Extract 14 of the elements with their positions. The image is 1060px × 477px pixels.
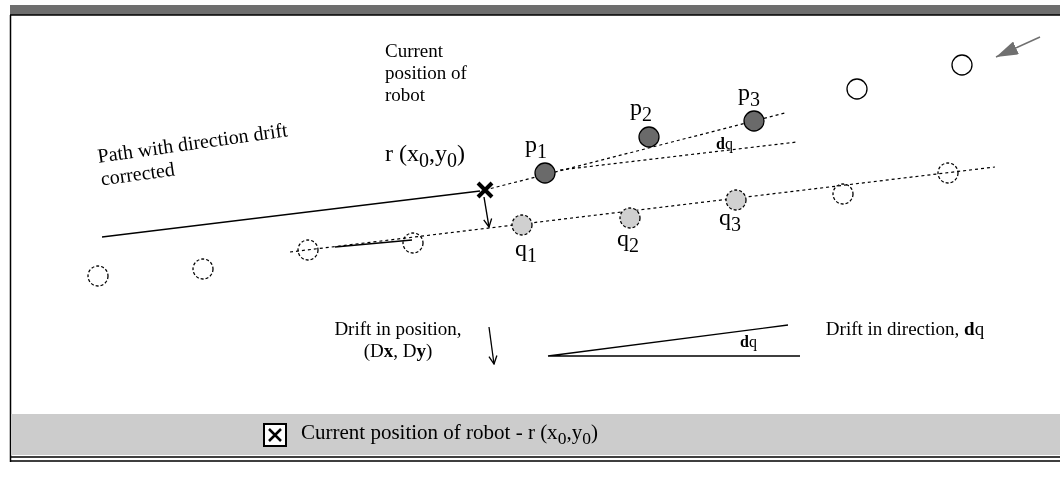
angle-label: dq (740, 333, 758, 352)
caption-text: Current position of robot (385, 40, 468, 106)
point-label: q$_{2}$ (617, 225, 640, 257)
coordinate-label: r (x$_{0}$,y$_{0}$) (385, 140, 466, 172)
point-label: p$_{3}$ (738, 79, 761, 111)
point-label: q$_{3}$ (719, 204, 742, 236)
path-caption: Path with direction drift corrected (96, 117, 290, 191)
angle-label: dq (716, 135, 734, 154)
legend-text: Current position of robot - r (x$_{0}$,y$_{0}$) (301, 420, 598, 449)
drift-caption: Drift in position, (Dx, Dy) (333, 318, 463, 362)
drift-caption: Drift in direction, dq (824, 318, 986, 340)
point-label: q$_{1}$ (515, 235, 538, 267)
point-label: p$_{1}$ (525, 131, 548, 163)
point-label: p$_{2}$ (630, 94, 653, 126)
